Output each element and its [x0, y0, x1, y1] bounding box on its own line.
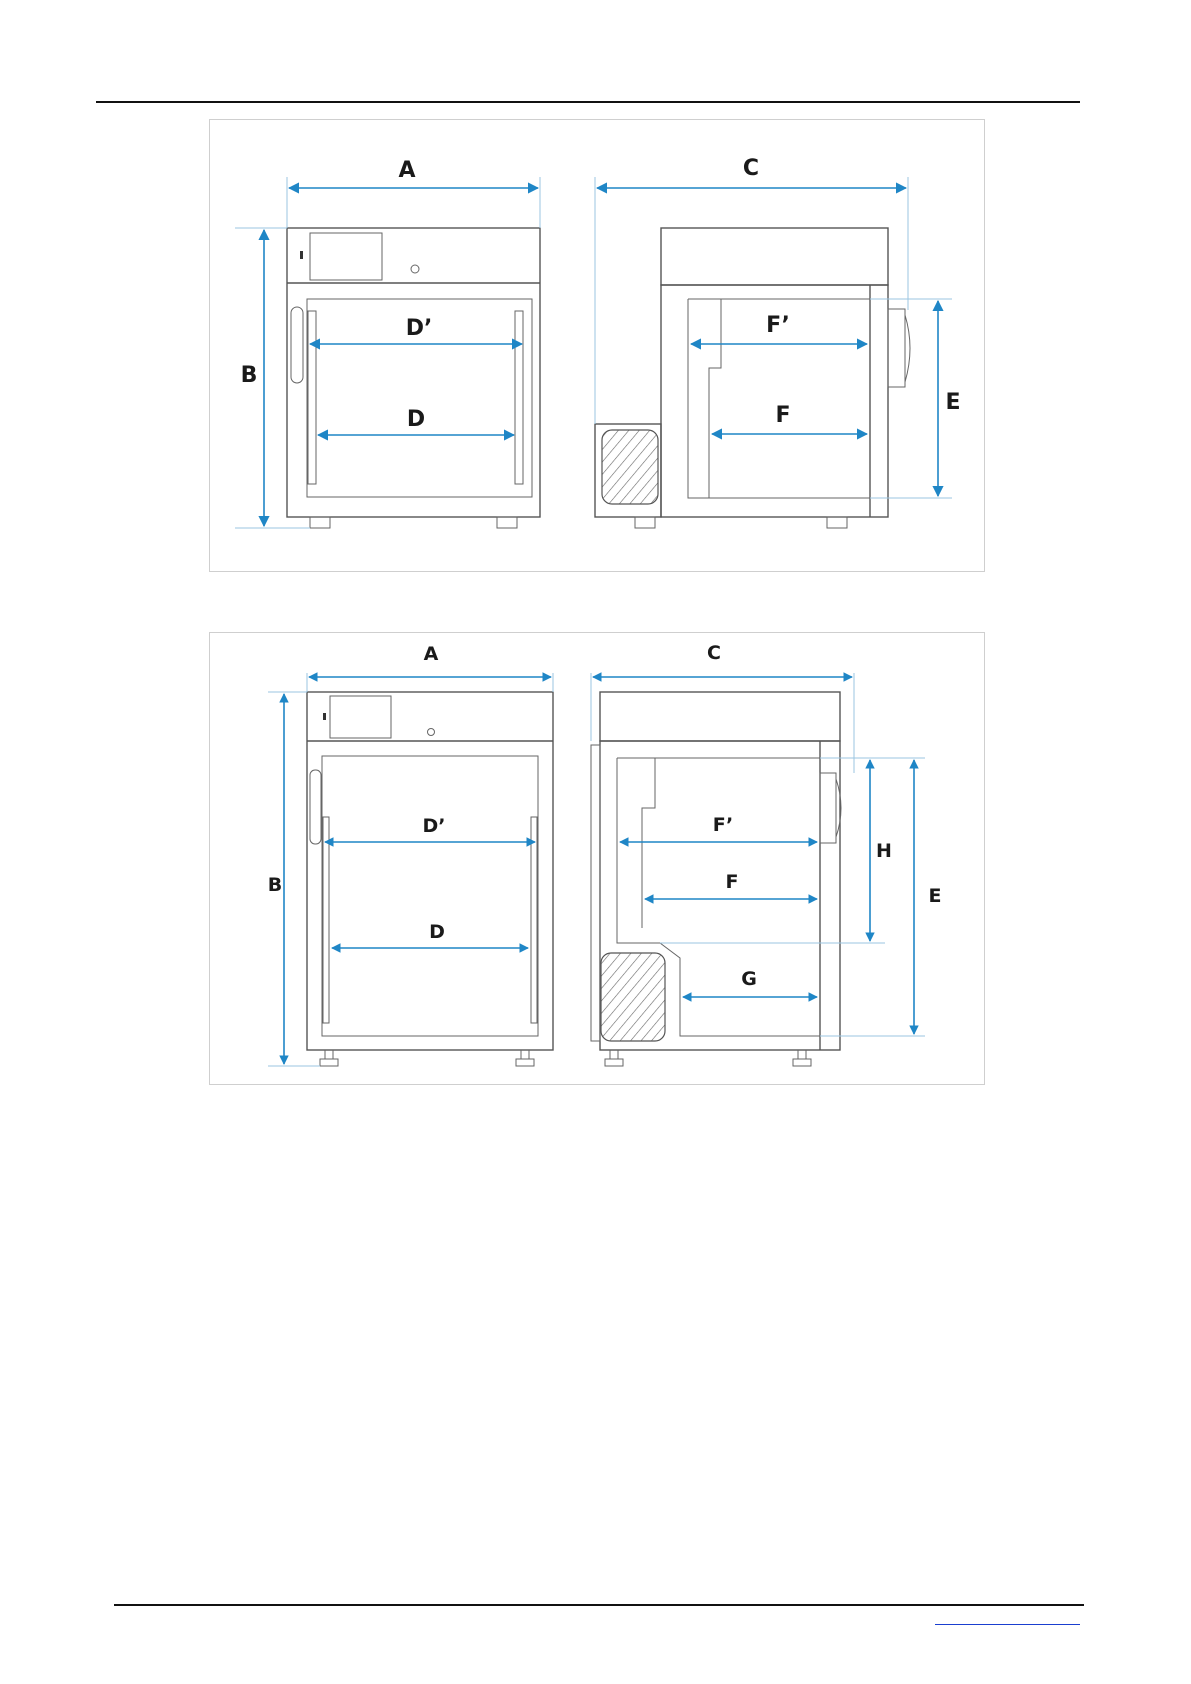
label-h: H	[876, 840, 892, 862]
footer-rule	[114, 1604, 1084, 1606]
label-b: B	[268, 874, 282, 896]
side-view-cabinet	[595, 228, 910, 528]
label-e: E	[929, 885, 942, 907]
front-view-cabinet	[307, 692, 553, 1066]
label-f: F	[726, 871, 739, 893]
front-view-dimensions	[268, 673, 553, 1066]
label-g: G	[741, 968, 757, 990]
label-f-prime: F’	[766, 313, 790, 338]
side-view-cabinet	[591, 692, 841, 1066]
figure-top-drawing: A B D’ D C E F’ F	[210, 120, 986, 573]
figure-top: A B D’ D C E F’ F	[209, 119, 985, 572]
label-c: C	[707, 642, 721, 664]
front-view-cabinet	[287, 228, 540, 528]
label-f: F	[775, 403, 790, 428]
front-view-dimensions	[235, 177, 540, 528]
label-d: D	[429, 921, 445, 943]
label-b: B	[241, 363, 258, 388]
label-a: A	[424, 643, 439, 665]
label-f-prime: F’	[713, 814, 734, 836]
label-c: C	[743, 156, 759, 181]
label-d-prime: D’	[406, 316, 433, 341]
label-d: D	[407, 407, 425, 432]
header-rule	[96, 101, 1080, 103]
label-e: E	[945, 390, 960, 415]
label-d-prime: D’	[423, 815, 446, 837]
figure-bottom: A B D’ D C	[209, 632, 985, 1085]
label-a: A	[398, 158, 415, 183]
figure-bottom-drawing: A B D’ D C	[210, 633, 986, 1086]
footer-link-underline[interactable]	[935, 1612, 1080, 1625]
